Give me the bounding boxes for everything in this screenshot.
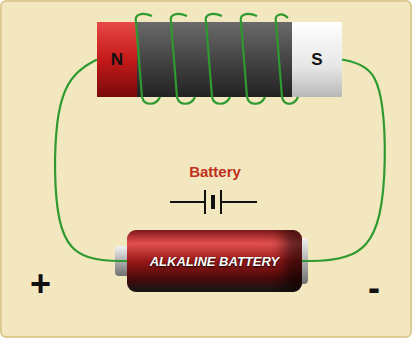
- node-text: S: [311, 50, 322, 70]
- symbol-label: Battery: [189, 164, 241, 181]
- wire: [55, 60, 127, 262]
- polarity-sign: +: [30, 264, 51, 304]
- coil-loop: [241, 14, 265, 104]
- battery-symbol: [170, 190, 257, 214]
- north-pole: N: [97, 22, 137, 97]
- wire: [302, 60, 385, 262]
- polarity-sign: -: [368, 268, 380, 308]
- coil-loop: [206, 14, 230, 104]
- coil-loop: [171, 14, 195, 104]
- battery-cell: ALKALINE BATTERY: [127, 230, 302, 292]
- coil-winding: [136, 14, 298, 104]
- coil-loop: [136, 14, 160, 104]
- node-text: N: [111, 50, 123, 70]
- north-pole-body: [97, 22, 137, 97]
- node-text: ALKALINE BATTERY: [150, 254, 280, 269]
- south-pole: S: [292, 22, 342, 97]
- south-pole-body: [292, 22, 342, 97]
- coil-loop: [276, 15, 298, 104]
- magnet-core: [137, 22, 292, 97]
